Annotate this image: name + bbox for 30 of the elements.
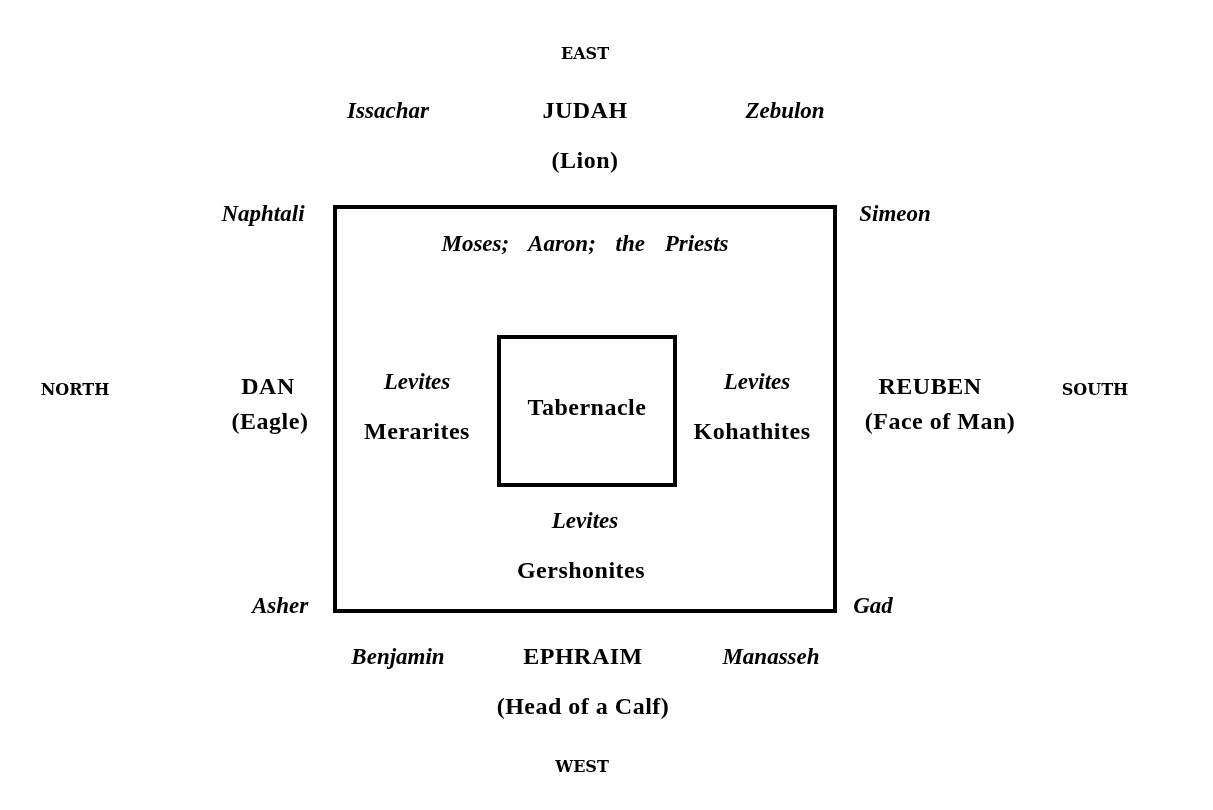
- tribe-label: Issachar: [347, 98, 429, 122]
- tribe-label: (Eagle): [231, 409, 309, 433]
- name-label: Merarites: [364, 419, 470, 443]
- tribe-label: Naphtali: [221, 201, 305, 225]
- name-label: Kohathites: [693, 419, 811, 443]
- tribe-label: (Lion): [551, 148, 619, 172]
- group-label: Levites: [723, 369, 791, 393]
- name-label: Gershonites: [516, 558, 646, 582]
- name-label: Tabernacle: [527, 395, 647, 419]
- tribe-label: (Face of Man): [864, 409, 1016, 433]
- tribe-label: REUBEN: [878, 374, 982, 398]
- camp-boundary-box: [333, 205, 837, 613]
- direction-label: WEST: [555, 759, 609, 775]
- tribe-label: Asher: [251, 593, 309, 617]
- tribe-label: JUDAH: [542, 98, 628, 122]
- tribe-label: Gad: [853, 593, 893, 617]
- tribe-label: (Head of a Calf): [496, 694, 670, 718]
- group-label: Levites: [551, 508, 619, 532]
- group-label: Levites: [383, 369, 451, 393]
- tribe-label: Benjamin: [351, 644, 445, 668]
- group-label: Moses; Aaron; the Priests: [441, 231, 729, 255]
- tribe-label: EPHRAIM: [523, 644, 643, 668]
- direction-label: NORTH: [40, 382, 110, 398]
- tribe-label: DAN: [241, 374, 295, 398]
- direction-label: EAST: [560, 46, 610, 62]
- tribe-label: Manasseh: [722, 644, 820, 668]
- tabernacle-box: [497, 335, 677, 487]
- direction-label: SOUTH: [1061, 382, 1129, 398]
- tribe-label: Zebulon: [745, 98, 825, 122]
- tribe-label: Simeon: [859, 201, 931, 225]
